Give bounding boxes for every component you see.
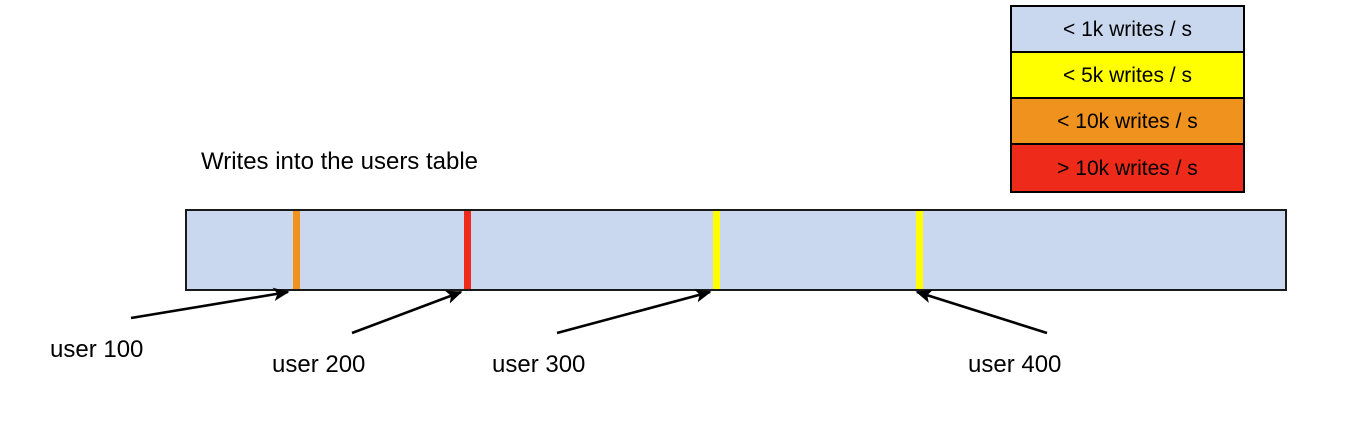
divider-user-200	[464, 211, 471, 289]
arrow-user-100	[130, 287, 290, 320]
legend-row-lt-1k: < 1k writes / s	[1012, 7, 1243, 53]
label-user-300: user 300	[492, 351, 586, 378]
legend-label-lt-1k: < 1k writes / s	[1063, 17, 1192, 41]
divider-user-300	[713, 211, 720, 289]
arrow-user-400	[915, 289, 1048, 335]
divider-user-400	[916, 211, 923, 289]
label-user-200: user 200	[272, 351, 366, 378]
divider-user-100	[293, 211, 300, 289]
legend-row-lt-10k: < 10k writes / s	[1012, 99, 1243, 145]
legend-label-lt-10k: < 10k writes / s	[1057, 109, 1198, 133]
legend-row-lt-5k: < 5k writes / s	[1012, 53, 1243, 99]
label-user-400: user 400	[968, 351, 1062, 378]
legend-label-lt-5k: < 5k writes / s	[1063, 63, 1192, 87]
diagram-caption: Writes into the users table	[201, 148, 479, 175]
arrow-user-200	[351, 290, 463, 335]
legend-row-gt-10k: > 10k writes / s	[1012, 145, 1243, 191]
writes-rate-legend: < 1k writes / s < 5k writes / s < 10k wr…	[1010, 5, 1245, 193]
arrow-user-300	[556, 289, 712, 335]
legend-label-gt-10k: > 10k writes / s	[1057, 156, 1198, 180]
users-table-bar	[185, 209, 1287, 291]
label-user-100: user 100	[50, 336, 144, 363]
